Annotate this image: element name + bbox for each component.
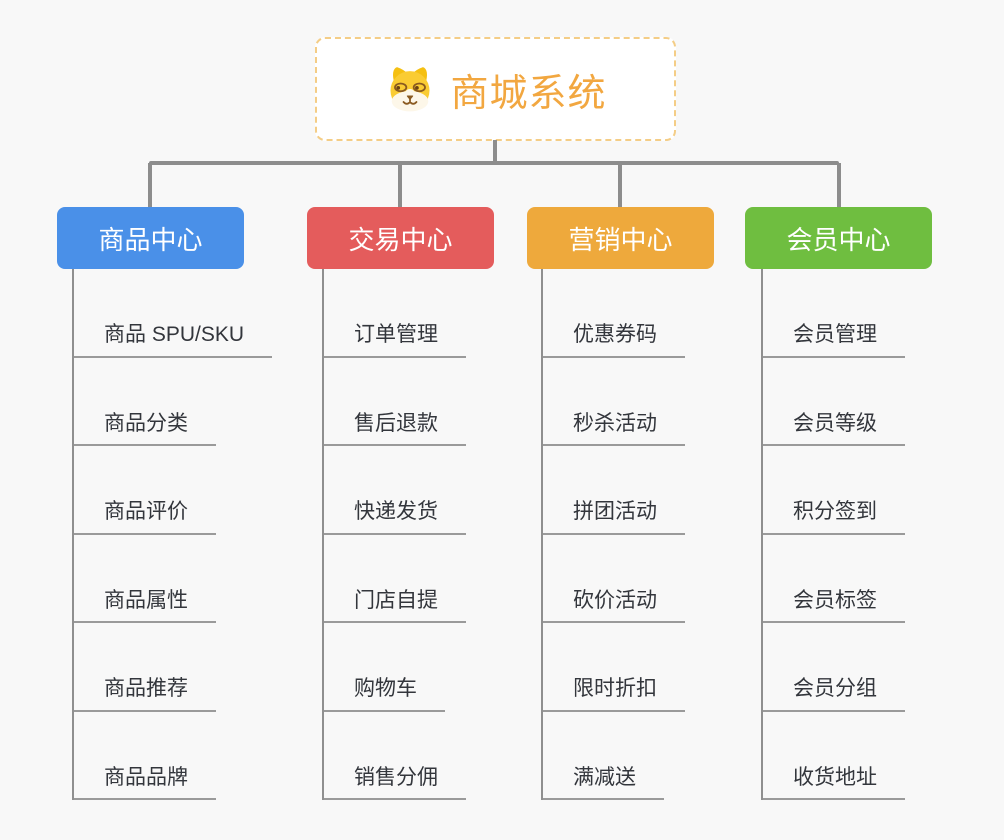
dog-face-icon [390, 67, 430, 112]
mindmap-item[interactable]: 售后退款 [324, 358, 466, 446]
branch-items-product-center: 商品 SPU/SKU 商品分类商品评价商品属性商品推荐商品品牌 [72, 269, 273, 800]
mindmap-item-label: 售后退款 [324, 411, 466, 446]
mindmap-item[interactable]: 限时折扣 [543, 623, 685, 712]
mindmap-item[interactable]: 会员管理 [763, 269, 905, 358]
branch-label: 交易中心 [348, 224, 453, 255]
mindmap-item-label: 会员等级 [763, 411, 905, 446]
mindmap-item-label: 门店自提 [324, 588, 466, 623]
mindmap-item-label: 会员管理 [763, 322, 905, 358]
connector-root-stub [493, 140, 497, 163]
mindmap-item[interactable]: 快递发货 [324, 446, 466, 535]
mindmap-item[interactable]: 订单管理 [324, 269, 466, 358]
mindmap-item-label: 商品推荐 [74, 676, 216, 712]
branch-node-trade-center[interactable]: 交易中心 [307, 207, 494, 269]
mindmap-item-label: 拼团活动 [543, 499, 685, 535]
mindmap-item-label: 限时折扣 [543, 676, 685, 712]
connector-drop [398, 163, 402, 208]
mindmap-item[interactable]: 砍价活动 [543, 535, 685, 623]
mindmap-item[interactable]: 商品推荐 [74, 623, 272, 712]
mindmap-item[interactable]: 商品属性 [74, 535, 272, 623]
connector-drop [148, 163, 152, 208]
mindmap-item[interactable]: 商品品牌 [74, 712, 272, 800]
branch-node-marketing-center[interactable]: 营销中心 [527, 207, 714, 269]
mindmap-item[interactable]: 会员分组 [763, 623, 905, 712]
mindmap-item-label: 商品 SPU/SKU [74, 322, 273, 358]
mindmap-item-label: 商品分类 [74, 411, 216, 446]
root-node[interactable]: 商城系统 [315, 37, 676, 141]
mindmap-item[interactable]: 购物车 [324, 623, 466, 712]
connector-bus [149, 161, 839, 165]
mindmap-item[interactable]: 会员标签 [763, 535, 905, 623]
mindmap-item-label: 快递发货 [324, 499, 466, 535]
mindmap-item[interactable]: 积分签到 [763, 446, 905, 535]
branch-items-trade-center: 订单管理售后退款快递发货门店自提购物车销售分佣 [322, 269, 466, 800]
mindmap-item-label: 销售分佣 [324, 765, 466, 800]
mindmap-item[interactable]: 商品 SPU/SKU [74, 269, 273, 358]
connector-drop [618, 163, 622, 208]
mindmap-item-label: 商品评价 [74, 499, 216, 535]
branch-node-member-center[interactable]: 会员中心 [745, 207, 932, 269]
mindmap-item-label: 满减送 [543, 765, 664, 800]
mindmap-item[interactable]: 满减送 [543, 712, 685, 800]
mindmap-item[interactable]: 销售分佣 [324, 712, 466, 800]
mindmap-item-label: 砍价活动 [543, 588, 685, 623]
mindmap-item-label: 订单管理 [324, 322, 466, 358]
branch-node-product-center[interactable]: 商品中心 [57, 207, 244, 269]
mindmap-item-label: 商品属性 [74, 588, 216, 623]
mindmap-item-label: 购物车 [324, 676, 445, 712]
mindmap-item-label: 优惠券码 [543, 322, 685, 358]
mindmap-item[interactable]: 门店自提 [324, 535, 466, 623]
mindmap-item-label: 商品品牌 [74, 765, 216, 800]
branch-items-member-center: 会员管理会员等级积分签到会员标签会员分组收货地址 [761, 269, 905, 800]
branch-label: 商品中心 [98, 224, 203, 255]
branch-label: 营销中心 [568, 224, 673, 255]
mindmap-item-label: 会员标签 [763, 588, 905, 623]
mindmap-item-label: 会员分组 [763, 676, 905, 712]
branch-items-marketing-center: 优惠券码秒杀活动拼团活动砍价活动限时折扣满减送 [541, 269, 685, 800]
mindmap-item[interactable]: 商品分类 [74, 358, 272, 446]
connector-drop [837, 163, 841, 208]
root-title: 商城系统 [450, 72, 607, 115]
mindmap-item-label: 秒杀活动 [543, 411, 685, 446]
mindmap-item[interactable]: 优惠券码 [543, 269, 685, 358]
mindmap-item-label: 收货地址 [763, 765, 905, 800]
branch-label: 会员中心 [786, 224, 891, 255]
mindmap-item[interactable]: 会员等级 [763, 358, 905, 446]
mindmap-item[interactable]: 商品评价 [74, 446, 272, 535]
mindmap-item-label: 积分签到 [763, 499, 905, 535]
mindmap-item[interactable]: 拼团活动 [543, 446, 685, 535]
mindmap-item[interactable]: 秒杀活动 [543, 358, 685, 446]
mindmap-item[interactable]: 收货地址 [763, 712, 905, 800]
